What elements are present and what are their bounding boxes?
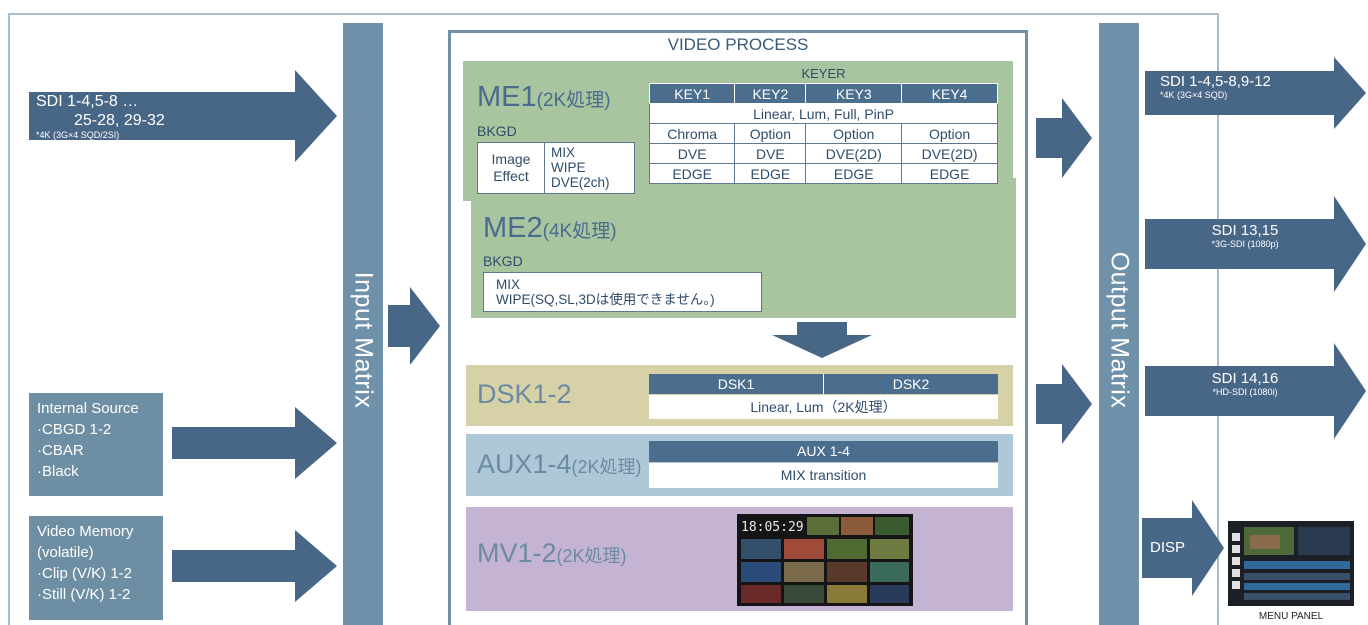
internal-source-item: ·CBAR bbox=[37, 442, 84, 459]
matrix-to-process-arrow bbox=[388, 287, 440, 365]
sdi-input-note: *4K (3G×4 SQD/2SI) bbox=[36, 130, 120, 140]
dsk-header: DSK1 DSK2 bbox=[649, 374, 998, 394]
dsk-header-cell: DSK2 bbox=[892, 376, 930, 392]
keyer-cell: Chroma bbox=[648, 123, 736, 144]
input-matrix-bar bbox=[343, 23, 383, 625]
video-memory-item: ·Clip (V/K) 1-2 bbox=[37, 565, 133, 582]
sdi-input-label: SDI 1-4,5-8 … 25-28, 29-32 *4K (3G×4 SQD… bbox=[36, 92, 165, 141]
me2-title: ME2(4K処理) bbox=[483, 212, 617, 245]
output-sdi-4k-note: *4K (3G×4 SQD) bbox=[1160, 90, 1228, 100]
output-disp-label: DISP bbox=[1150, 539, 1186, 556]
keyer-cell: DVE bbox=[648, 143, 736, 164]
me1-title: ME1(2K処理) bbox=[477, 81, 611, 114]
process-to-output-arrow-lower bbox=[1036, 364, 1092, 444]
aux-header: AUX 1-4 bbox=[649, 441, 998, 462]
video-process-title: VIDEO PROCESS bbox=[667, 35, 809, 54]
me1-transition-item: WIPE bbox=[551, 160, 586, 175]
output-arrow-sdi-4k bbox=[1145, 57, 1366, 129]
output-sdi-3g-label: SDI 13,15 *3G-SDI (1080p) bbox=[1195, 222, 1295, 250]
output-sdi-4k-label: SDI 1-4,5-8,9-12 *4K (3G×4 SQD) bbox=[1160, 74, 1271, 101]
internal-source-item: ·Black bbox=[37, 463, 79, 480]
dsk-header-cell: DSK1 bbox=[649, 374, 824, 394]
sdi-input-line2: 25-28, 29-32 bbox=[74, 112, 165, 129]
dsk-modes: Linear, Lum（2K処理） bbox=[649, 395, 998, 419]
output-sdi-3g-note: *3G-SDI (1080p) bbox=[1211, 239, 1279, 249]
keyer-title: KEYER bbox=[801, 66, 846, 81]
keyer-modes: Linear, Lum, Full, PinP bbox=[649, 103, 998, 124]
keyer-cell: DVE(2D) bbox=[901, 143, 998, 164]
aux-title-text: AUX1-4 bbox=[477, 449, 572, 479]
output-matrix-label: Output Matrix bbox=[1105, 251, 1134, 409]
me1-title-note: (2K処理) bbox=[536, 90, 611, 111]
sdi-input-line1: SDI 1-4,5-8 … bbox=[36, 93, 139, 110]
video-memory-item: ·Still (V/K) 1-2 bbox=[37, 586, 131, 603]
me1-bkgd-label: BKGD bbox=[477, 123, 517, 139]
aux-title: AUX1-4(2K処理) bbox=[477, 449, 642, 480]
me2-transition-item: WIPE(SQ,SL,3Dは使用できません。) bbox=[496, 292, 715, 307]
mv-title-text: MV1-2 bbox=[477, 538, 557, 568]
keyer-cell: EDGE bbox=[805, 163, 903, 184]
mv-clock: 18:05:29 bbox=[741, 520, 804, 535]
keyer-cell: EDGE bbox=[648, 163, 736, 184]
diagram-frame bbox=[8, 13, 1219, 625]
keyer-cell: Option bbox=[805, 123, 903, 144]
output-sdi-hd-label: SDI 14,16 *HD-SDI (1080i) bbox=[1195, 370, 1295, 398]
mv-title-note: (2K処理) bbox=[556, 546, 627, 566]
me2-bkgd-box: MIX WIPE(SQ,SL,3Dは使用できません。) bbox=[483, 272, 762, 312]
me1-transition-item: DVE(2ch) bbox=[551, 175, 610, 190]
mv-title: MV1-2(2K処理) bbox=[477, 538, 627, 569]
internal-source-title: Internal Source bbox=[37, 400, 139, 417]
output-sdi-4k-text: SDI 1-4,5-8,9-12 bbox=[1160, 73, 1271, 90]
keyer-cell: EDGE bbox=[901, 163, 998, 184]
keyer-cell: EDGE bbox=[734, 163, 807, 184]
keyer-header: KEY3 bbox=[805, 83, 903, 104]
internal-source-box: Internal Source ·CBGD 1-2 ·CBAR ·Black bbox=[29, 393, 163, 496]
me2-title-note: (4K処理) bbox=[542, 221, 617, 242]
internal-source-item: ·CBGD 1-2 bbox=[37, 421, 112, 438]
process-to-output-arrow-upper bbox=[1036, 98, 1092, 178]
keyer-cell: Option bbox=[734, 123, 807, 144]
menu-panel-label: MENU PANEL bbox=[1258, 611, 1324, 622]
menu-panel-image bbox=[1228, 521, 1354, 606]
video-memory-subtitle: (volatile) bbox=[37, 544, 94, 561]
aux-header-text: AUX 1-4 bbox=[797, 443, 850, 459]
video-memory-box: Video Memory (volatile) ·Clip (V/K) 1-2 … bbox=[29, 516, 163, 620]
aux-row: MIX transition bbox=[649, 463, 998, 488]
me1-bkgd-box: Image Effect MIX WIPE DVE(2ch) bbox=[477, 142, 635, 194]
me2-title-text: ME2 bbox=[483, 212, 543, 244]
internal-source-arrow bbox=[172, 407, 337, 479]
me1-image-effect-line: Effect bbox=[493, 168, 529, 184]
output-arrow-sdi-hd bbox=[1145, 343, 1366, 439]
sdi-input-arrow bbox=[29, 70, 337, 162]
keyer-table: KEY1 KEY2 KEY3 KEY4 Linear, Lum, Full, P… bbox=[648, 83, 998, 184]
keyer-cell: DVE bbox=[734, 143, 807, 164]
me2-bkgd-label: BKGD bbox=[483, 253, 523, 269]
me1-transitions: MIX WIPE DVE(2ch) bbox=[551, 145, 610, 190]
output-arrow-sdi-3g bbox=[1145, 196, 1366, 292]
output-matrix-bar bbox=[1099, 23, 1139, 625]
multiview-thumbnail: 18:05:29 bbox=[737, 514, 913, 606]
dsk-title: DSK1-2 bbox=[477, 379, 572, 409]
me-to-dsk-arrow bbox=[772, 322, 872, 358]
video-memory-title: Video Memory bbox=[37, 523, 134, 540]
me1-image-effect-line: Image bbox=[491, 151, 531, 167]
aux-title-note: (2K処理) bbox=[571, 457, 642, 477]
keyer-header: KEY2 bbox=[734, 83, 807, 104]
video-process-frame bbox=[448, 30, 1028, 625]
keyer-cell: Option bbox=[901, 123, 998, 144]
me1-image-effect: Image Effect bbox=[478, 143, 545, 193]
keyer-header: KEY1 bbox=[648, 83, 736, 104]
me2-transition-item: MIX bbox=[496, 277, 521, 292]
input-matrix-label: Input Matrix bbox=[349, 271, 378, 409]
keyer-cell: DVE(2D) bbox=[805, 143, 903, 164]
output-sdi-hd-text: SDI 14,16 bbox=[1211, 370, 1279, 387]
me1-transition-item: MIX bbox=[551, 145, 576, 160]
output-arrow-disp bbox=[1142, 500, 1224, 596]
output-sdi-hd-note: *HD-SDI (1080i) bbox=[1212, 387, 1278, 397]
video-memory-arrow bbox=[172, 530, 337, 602]
me1-title-text: ME1 bbox=[477, 81, 537, 113]
keyer-header: KEY4 bbox=[901, 83, 998, 104]
output-sdi-3g-text: SDI 13,15 bbox=[1211, 222, 1279, 239]
